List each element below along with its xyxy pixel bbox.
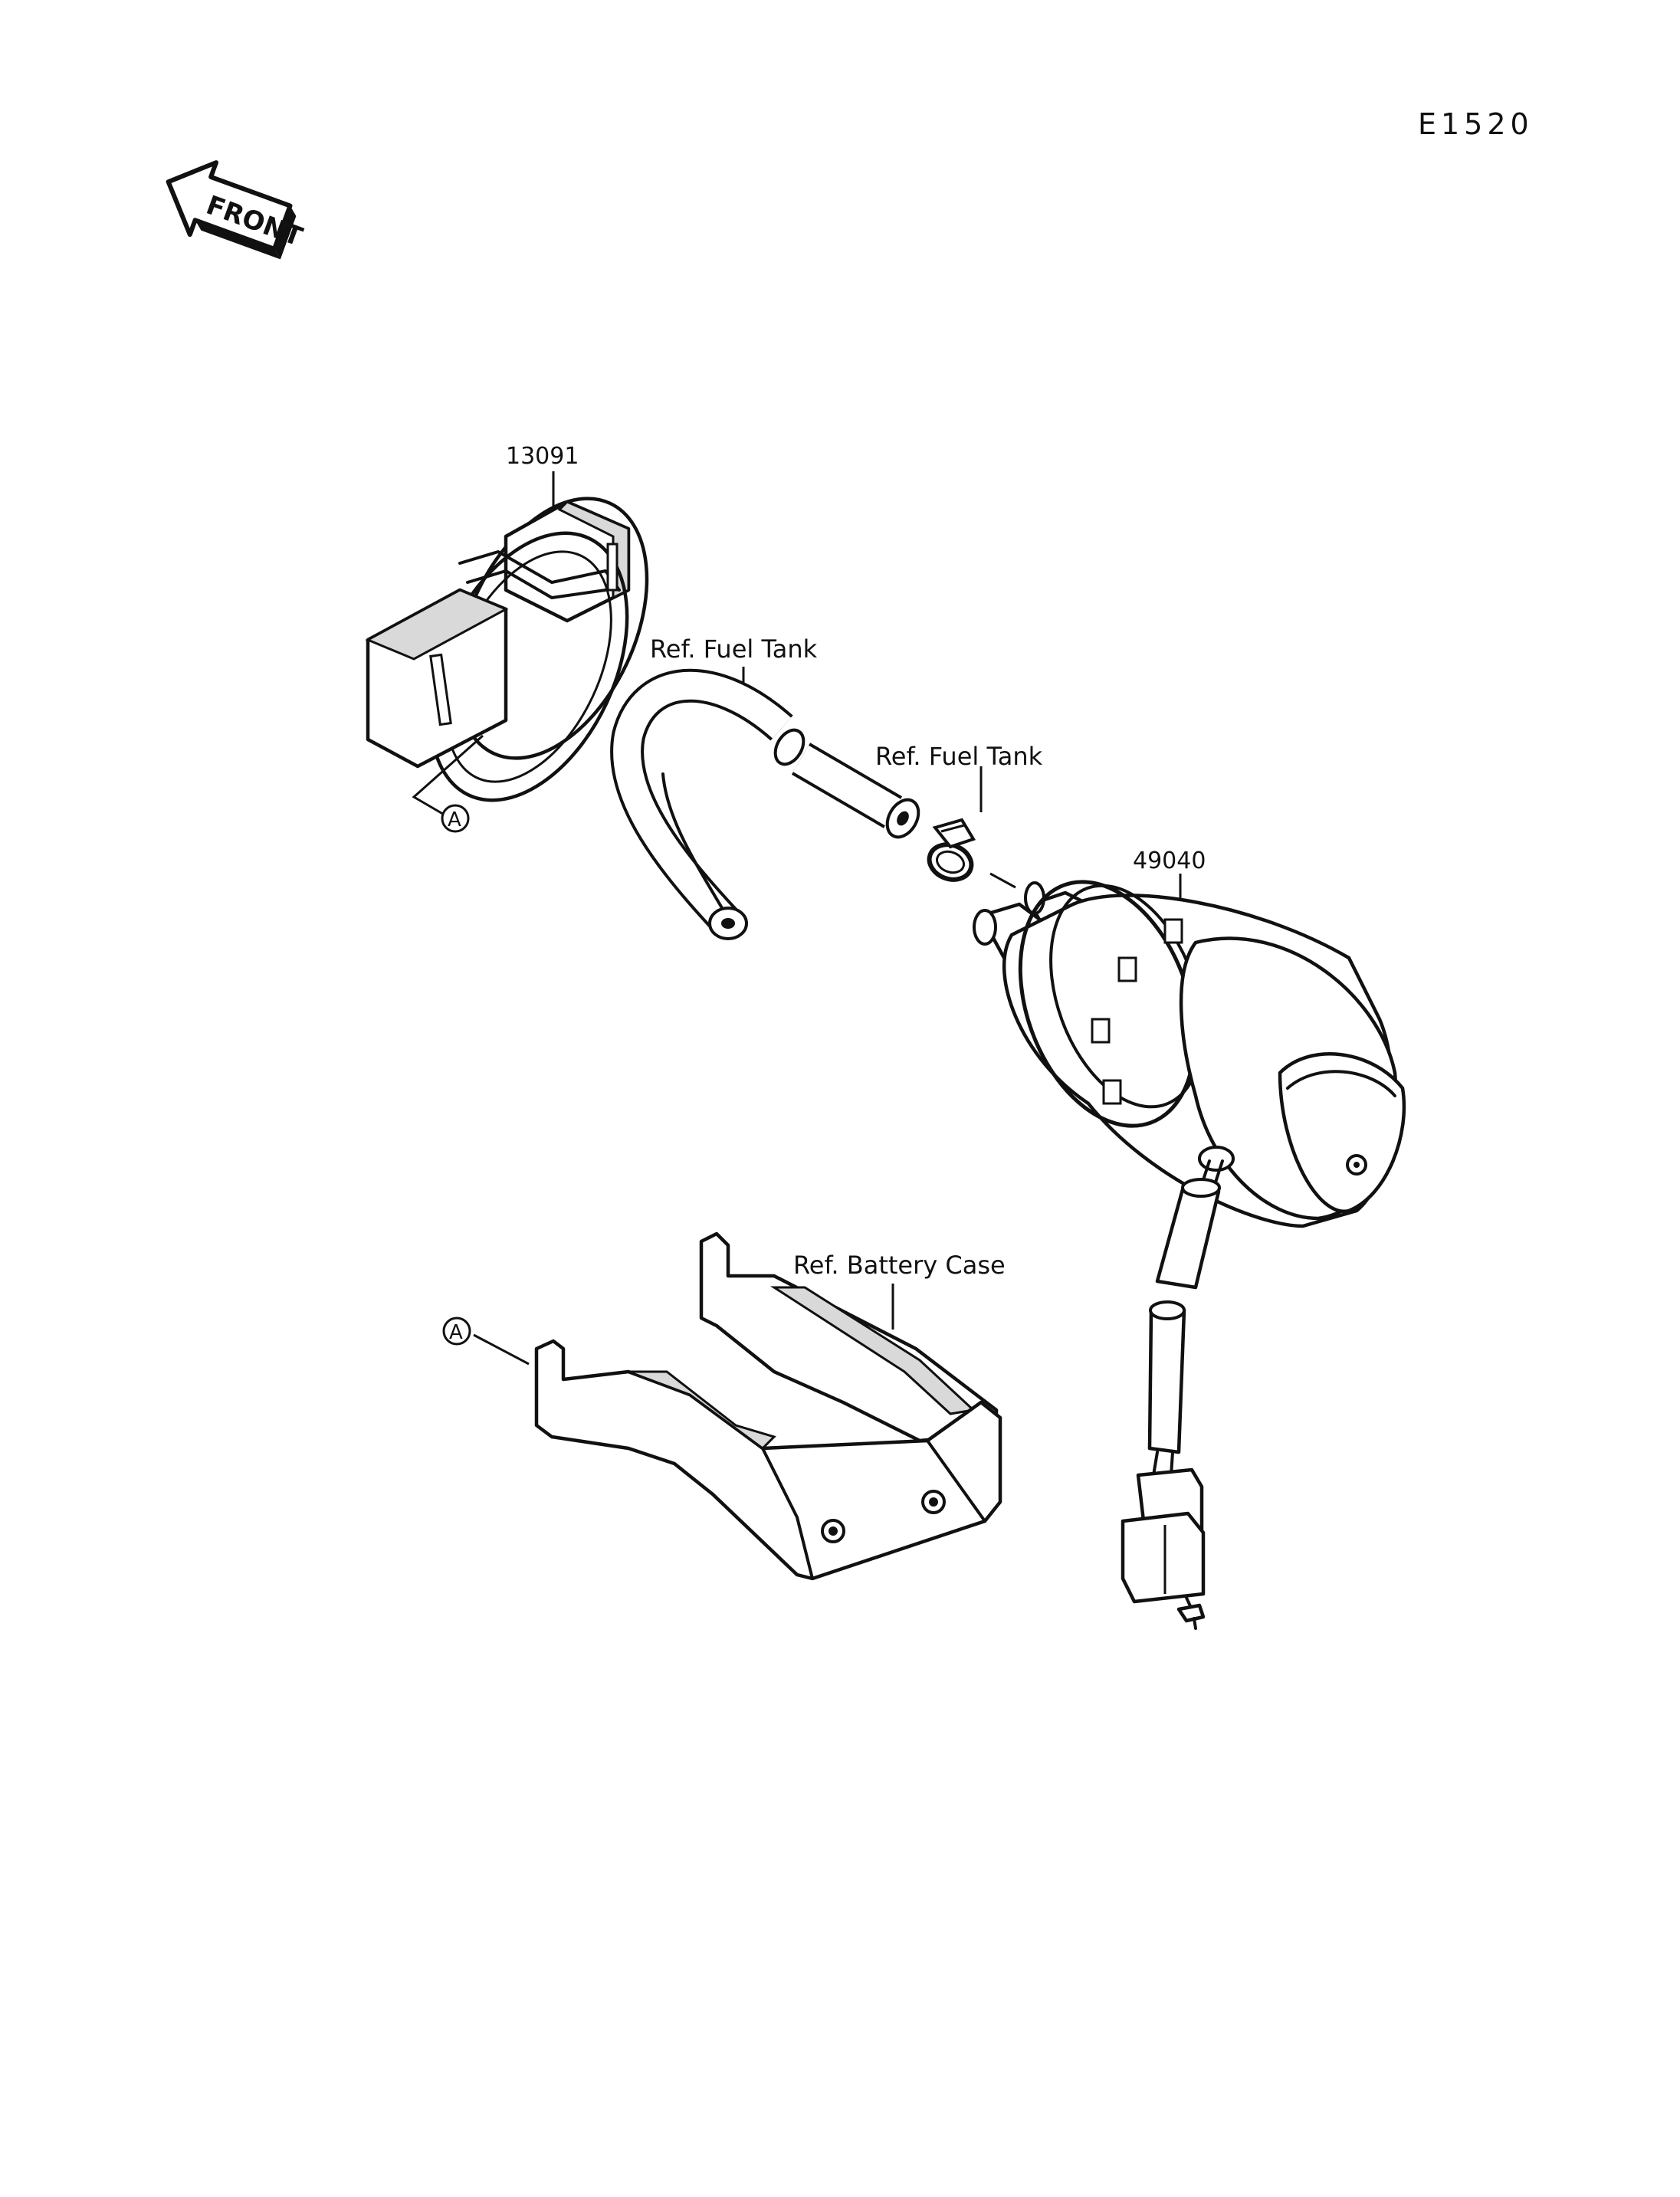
marker-a-upper: A bbox=[441, 804, 470, 833]
fuel-pump-49040 bbox=[973, 874, 1406, 1630]
ref-fuel-tank-hose-label: Ref. Fuel Tank bbox=[650, 635, 818, 664]
svg-text:A: A bbox=[448, 808, 461, 831]
bracket-13091 bbox=[365, 471, 649, 820]
marker-a-lower: A bbox=[442, 1317, 471, 1346]
part-number-13091: 13091 bbox=[506, 443, 579, 470]
diagram-code: E1520 bbox=[1418, 107, 1534, 141]
ref-battery-case-label: Ref. Battery Case bbox=[793, 1251, 1006, 1280]
fuel-hose bbox=[610, 667, 920, 940]
battery-case bbox=[473, 1231, 1002, 1581]
hose-clamp bbox=[927, 766, 1016, 889]
svg-text:A: A bbox=[449, 1321, 463, 1344]
ref-fuel-tank-clamp-label: Ref. Fuel Tank bbox=[875, 742, 1043, 771]
front-arrow-icon: FRONT bbox=[166, 160, 307, 260]
part-number-49040: 49040 bbox=[1133, 848, 1206, 874]
